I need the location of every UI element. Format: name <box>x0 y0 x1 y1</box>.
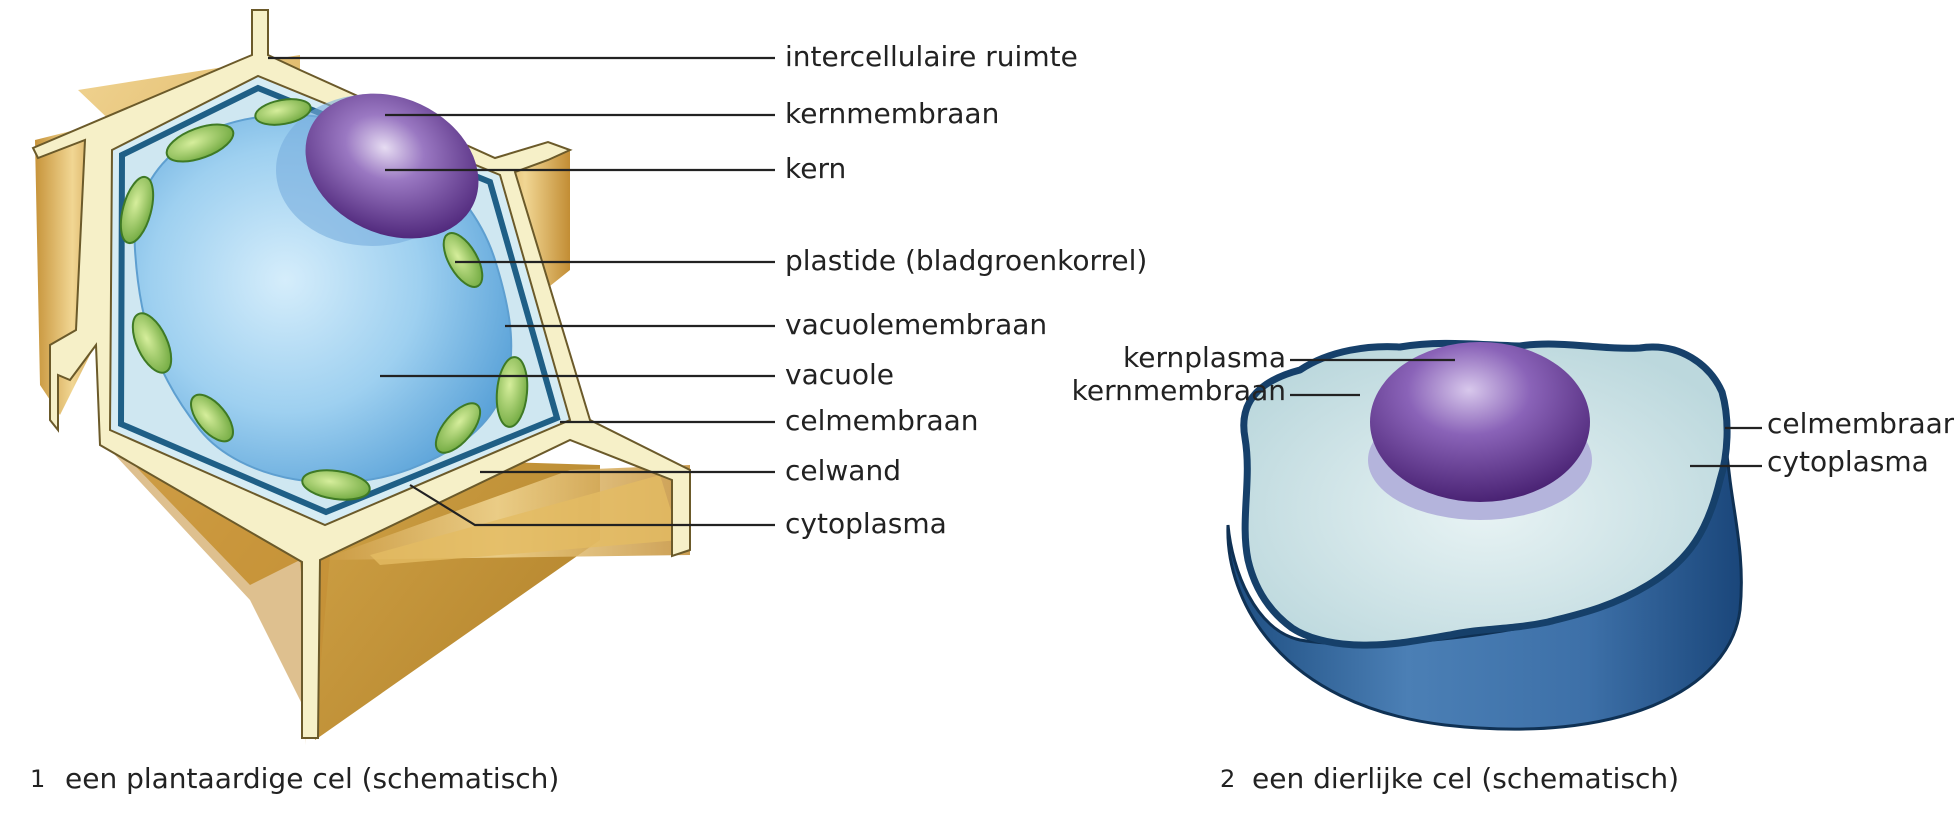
animal-cell-illustration <box>1226 339 1743 731</box>
label-intercellulaire-ruimte: intercellulaire ruimte <box>785 40 1078 73</box>
label-vacuole: vacuole <box>785 358 894 391</box>
caption-plant-cell: een plantaardige cel (schematisch) <box>65 762 559 795</box>
label-animal-kernmembraan: kernmembraan <box>1072 374 1286 407</box>
label-kern: kern <box>785 152 846 185</box>
plant-leader-lines <box>268 56 775 527</box>
label-vacuolemembraan: vacuolemembraan <box>785 308 1047 341</box>
caption-number-2: 2 <box>1220 765 1235 793</box>
animal-labels: kernplasma kernmembraan celmembraan cyto… <box>1072 341 1954 478</box>
label-plastide: plastide (bladgroenkorrel) <box>785 244 1147 277</box>
plant-labels: intercellulaire ruimte kernmembraan kern… <box>785 40 1147 540</box>
label-celwand: celwand <box>785 454 901 487</box>
animal-leader-lines <box>1290 358 1762 468</box>
label-animal-celmembraan: celmembraan <box>1767 407 1954 440</box>
label-kernmembraan: kernmembraan <box>785 97 999 130</box>
label-celmembraan: celmembraan <box>785 404 979 437</box>
caption-animal-cell: een dierlijke cel (schematisch) <box>1252 762 1679 795</box>
plant-cell-illustration <box>31 9 691 745</box>
label-animal-cytoplasma: cytoplasma <box>1767 445 1929 478</box>
label-kernplasma: kernplasma <box>1123 341 1286 374</box>
caption-number-1: 1 <box>30 765 45 793</box>
label-cytoplasma: cytoplasma <box>785 507 947 540</box>
